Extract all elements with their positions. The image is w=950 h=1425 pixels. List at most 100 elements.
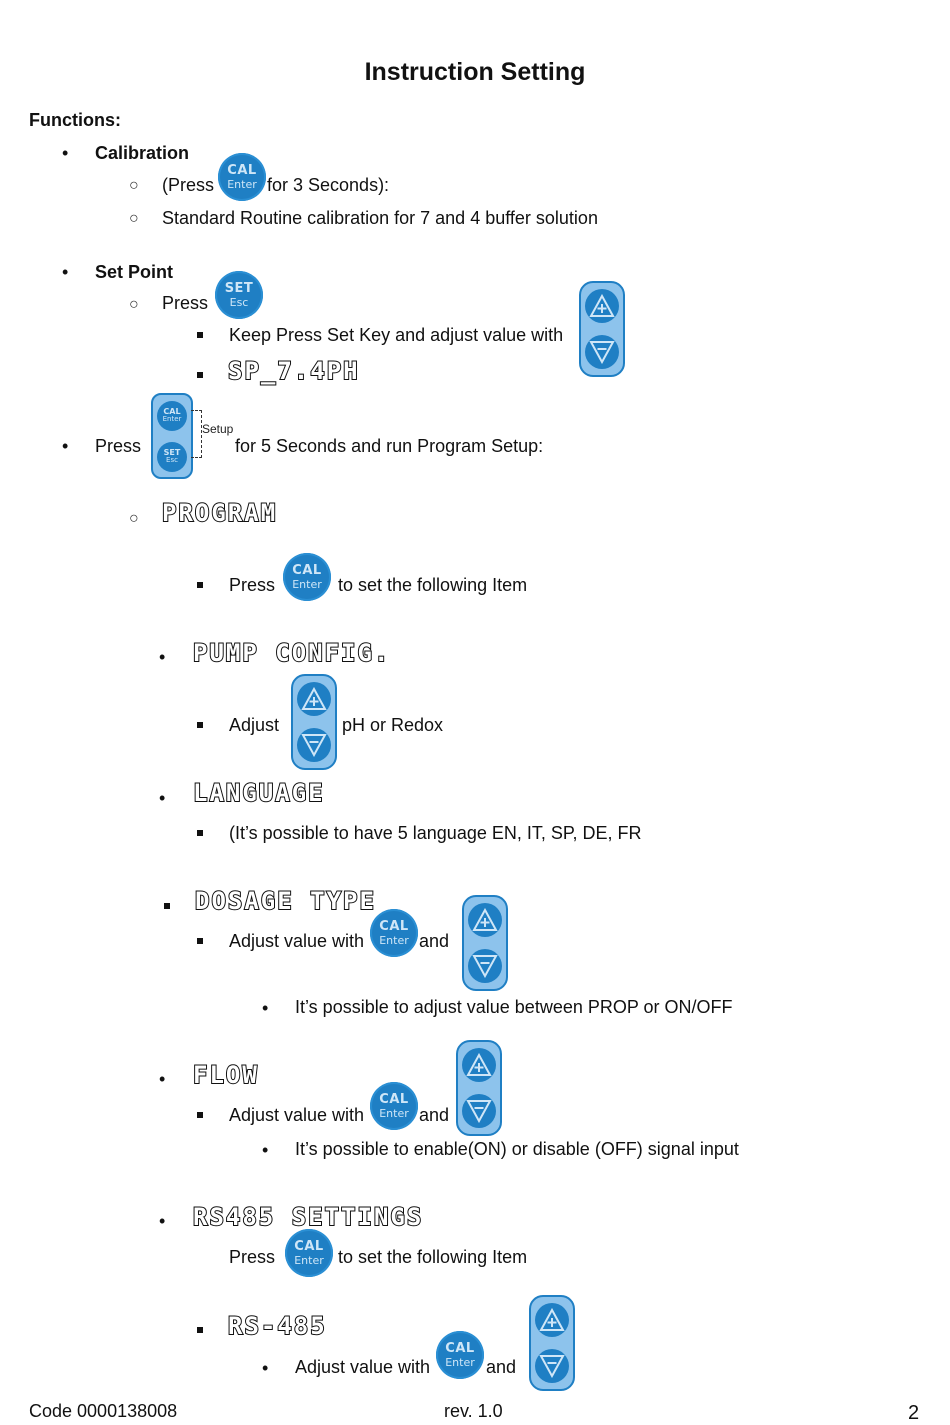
cal-label: CAL [379, 1092, 409, 1107]
down-arrow-minus-icon [472, 955, 498, 978]
lcd-rs-485-display: RS-485 [227, 1311, 327, 1341]
cal-label: CAL [292, 563, 322, 578]
up-button[interactable] [297, 682, 331, 716]
bullet: ○ [129, 177, 139, 194]
bullet [197, 938, 203, 944]
bullet: • [159, 788, 166, 808]
dosage-type-adjust: Adjust value with [229, 931, 365, 951]
down-arrow-minus-icon [589, 341, 615, 364]
up-arrow-plus-icon [589, 294, 615, 317]
down-button[interactable] [535, 1349, 569, 1383]
bullet: • [262, 1358, 269, 1378]
program-suffix: to set the following Item [338, 575, 528, 595]
enter-label: Enter [227, 178, 257, 191]
cal-enter-button[interactable]: CAL Enter [218, 153, 266, 201]
bullet [197, 830, 203, 836]
bullet [197, 1112, 203, 1118]
down-button[interactable] [462, 1094, 496, 1128]
flow-adjust: Adjust value with [229, 1105, 365, 1125]
dosage-type-note: It’s possible to adjust value between PR… [295, 997, 733, 1017]
down-arrow-minus-icon [301, 734, 327, 757]
enter-label: Enter [445, 1356, 475, 1369]
lcd-setpoint-display: SP_7.4PH [227, 356, 360, 386]
dosage-type-and: and [419, 931, 450, 951]
bullet: • [262, 1140, 269, 1160]
lcd-language-display: LANGUAGE [192, 778, 325, 808]
cal-set-key-combo[interactable]: CAL Enter SET Esc [151, 393, 193, 479]
cal-enter-button[interactable]: CAL Enter [285, 1229, 333, 1277]
cal-enter-button[interactable]: CAL Enter [370, 909, 418, 957]
bullet [197, 372, 203, 378]
setup-label: Setup [202, 422, 234, 436]
lcd-dosage-type-display: DOSAGE TYPE [194, 886, 376, 916]
cal-enter-button[interactable]: CAL Enter [370, 1082, 418, 1130]
enter-label: Enter [294, 1254, 324, 1267]
up-button[interactable] [535, 1303, 569, 1337]
bullet: • [159, 1069, 166, 1089]
program-setup-suffix: for 5 Seconds and run Program Setup: [235, 436, 544, 456]
down-arrow-minus-icon [539, 1355, 565, 1378]
setup-bracket [191, 410, 202, 458]
bullet: • [62, 262, 69, 282]
rs485-and: and [486, 1357, 517, 1377]
bullet: • [159, 1211, 166, 1231]
set-point-heading: Set Point [95, 262, 174, 282]
bullet [197, 1327, 203, 1333]
up-down-keys[interactable] [462, 895, 508, 991]
set-label: SET [163, 448, 181, 457]
program-press: Press [229, 575, 276, 595]
up-button[interactable] [462, 1048, 496, 1082]
up-down-keys[interactable] [529, 1295, 575, 1391]
set-point-press: Press [162, 293, 209, 313]
down-button[interactable] [297, 728, 331, 762]
up-button[interactable] [468, 903, 502, 937]
cal-enter-button[interactable]: CAL Enter [436, 1331, 484, 1379]
bullet: ○ [129, 210, 139, 227]
calibration-line1-suffix: for 3 Seconds): [267, 175, 390, 195]
bullet [197, 332, 203, 338]
enter-label: Enter [292, 578, 322, 591]
esc-label: Esc [229, 296, 249, 309]
footer-code: Code 0000138008 [29, 1401, 178, 1421]
up-down-keys[interactable] [579, 281, 625, 377]
lcd-rs485-settings-display: RS485 SETTINGS [192, 1202, 424, 1232]
set-point-keep-press: Keep Press Set Key and adjust value with [229, 325, 564, 345]
bullet: • [159, 647, 166, 667]
footer-revision: rev. 1.0 [444, 1401, 503, 1421]
flow-and: and [419, 1105, 450, 1125]
set-esc-button[interactable]: SET Esc [215, 271, 263, 319]
up-button[interactable] [585, 289, 619, 323]
down-arrow-minus-icon [466, 1100, 492, 1123]
bullet: • [262, 998, 269, 1018]
cal-label: CAL [379, 919, 409, 934]
rs485-adjust: Adjust value with [295, 1357, 431, 1377]
rs485-settings-press: Press [229, 1247, 276, 1267]
down-button[interactable] [468, 949, 502, 983]
up-arrow-plus-icon [301, 687, 327, 710]
page-title: Instruction Setting [364, 58, 586, 86]
lcd-program-display: PROGRAM [161, 498, 278, 528]
bullet: • [62, 143, 69, 163]
bullet: ○ [129, 296, 139, 313]
bullet: ○ [129, 510, 139, 527]
calibration-line2: Standard Routine calibration for 7 and 4… [162, 208, 598, 228]
up-down-keys[interactable] [291, 674, 337, 770]
language-note: (It’s possible to have 5 language EN, IT… [229, 823, 642, 843]
bullet [164, 903, 170, 909]
cal-label: CAL [163, 407, 181, 416]
bullet [197, 722, 203, 728]
enter-label: Enter [379, 1107, 409, 1120]
down-button[interactable] [585, 335, 619, 369]
pump-config-adjust: Adjust [229, 715, 280, 735]
bullet [197, 582, 203, 588]
up-down-keys[interactable] [456, 1040, 502, 1136]
cal-label: CAL [294, 1239, 324, 1254]
cal-label: CAL [445, 1341, 475, 1356]
esc-label: Esc [166, 456, 178, 464]
program-setup-press: Press [95, 436, 142, 456]
up-arrow-plus-icon [466, 1053, 492, 1076]
cal-enter-small-button[interactable]: CAL Enter [157, 400, 187, 431]
rs485-settings-suffix: to set the following Item [338, 1247, 528, 1267]
set-esc-small-button[interactable]: SET Esc [157, 441, 187, 472]
cal-enter-button[interactable]: CAL Enter [283, 553, 331, 601]
